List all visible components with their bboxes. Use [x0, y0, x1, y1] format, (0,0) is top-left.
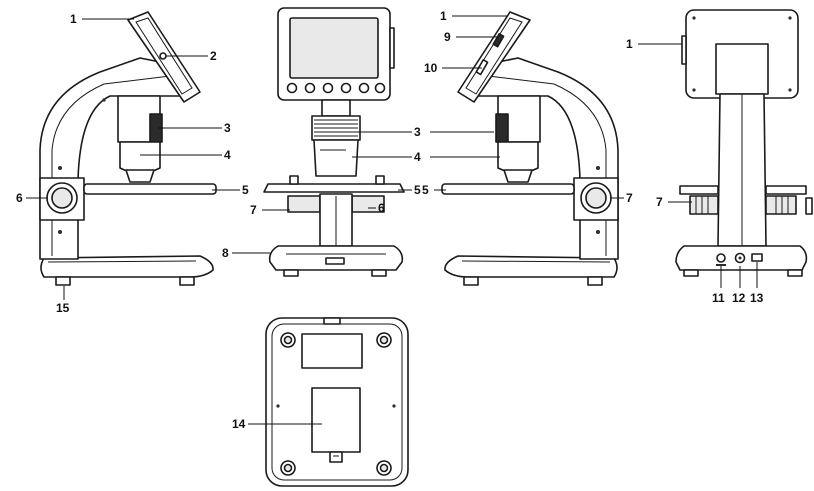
bottom-view [265, 317, 409, 487]
callout-15: 15 [56, 301, 70, 315]
rear-view [675, 9, 813, 277]
callout-13: 13 [750, 291, 764, 305]
callout-12: 12 [732, 291, 746, 305]
callout-5-right: 5 [422, 183, 429, 197]
callout-3-front: 3 [414, 125, 421, 139]
callout-5-front: 5 [414, 183, 421, 197]
callout-10: 10 [424, 61, 438, 75]
front-view [263, 7, 405, 277]
callout-6-left: 6 [16, 191, 23, 205]
callout-2: 2 [210, 49, 217, 63]
side-view-right [441, 11, 619, 286]
callout-7-right: 7 [626, 191, 633, 205]
callout-5-left: 5 [242, 183, 249, 197]
callout-1-right: 1 [440, 9, 447, 23]
leader-lines [26, 15, 758, 425]
callout-8: 8 [222, 246, 229, 260]
callout-6-front: 6 [378, 201, 385, 215]
callout-3-left: 3 [224, 121, 231, 135]
callout-labels: 1 2 3 4 5 6 8 15 3 4 5 6 7 1 9 10 5 7 1 … [16, 9, 764, 431]
callout-4-left: 4 [224, 148, 231, 162]
callout-9: 9 [444, 30, 451, 44]
callout-7-front: 7 [250, 203, 257, 217]
callout-1-left: 1 [70, 12, 77, 26]
callout-14: 14 [232, 417, 246, 431]
callout-11: 11 [712, 291, 725, 305]
callout-1-rear: 1 [626, 37, 633, 51]
callout-7-rear: 7 [656, 195, 663, 209]
side-view-left [39, 11, 217, 286]
callout-4-front: 4 [414, 150, 421, 164]
